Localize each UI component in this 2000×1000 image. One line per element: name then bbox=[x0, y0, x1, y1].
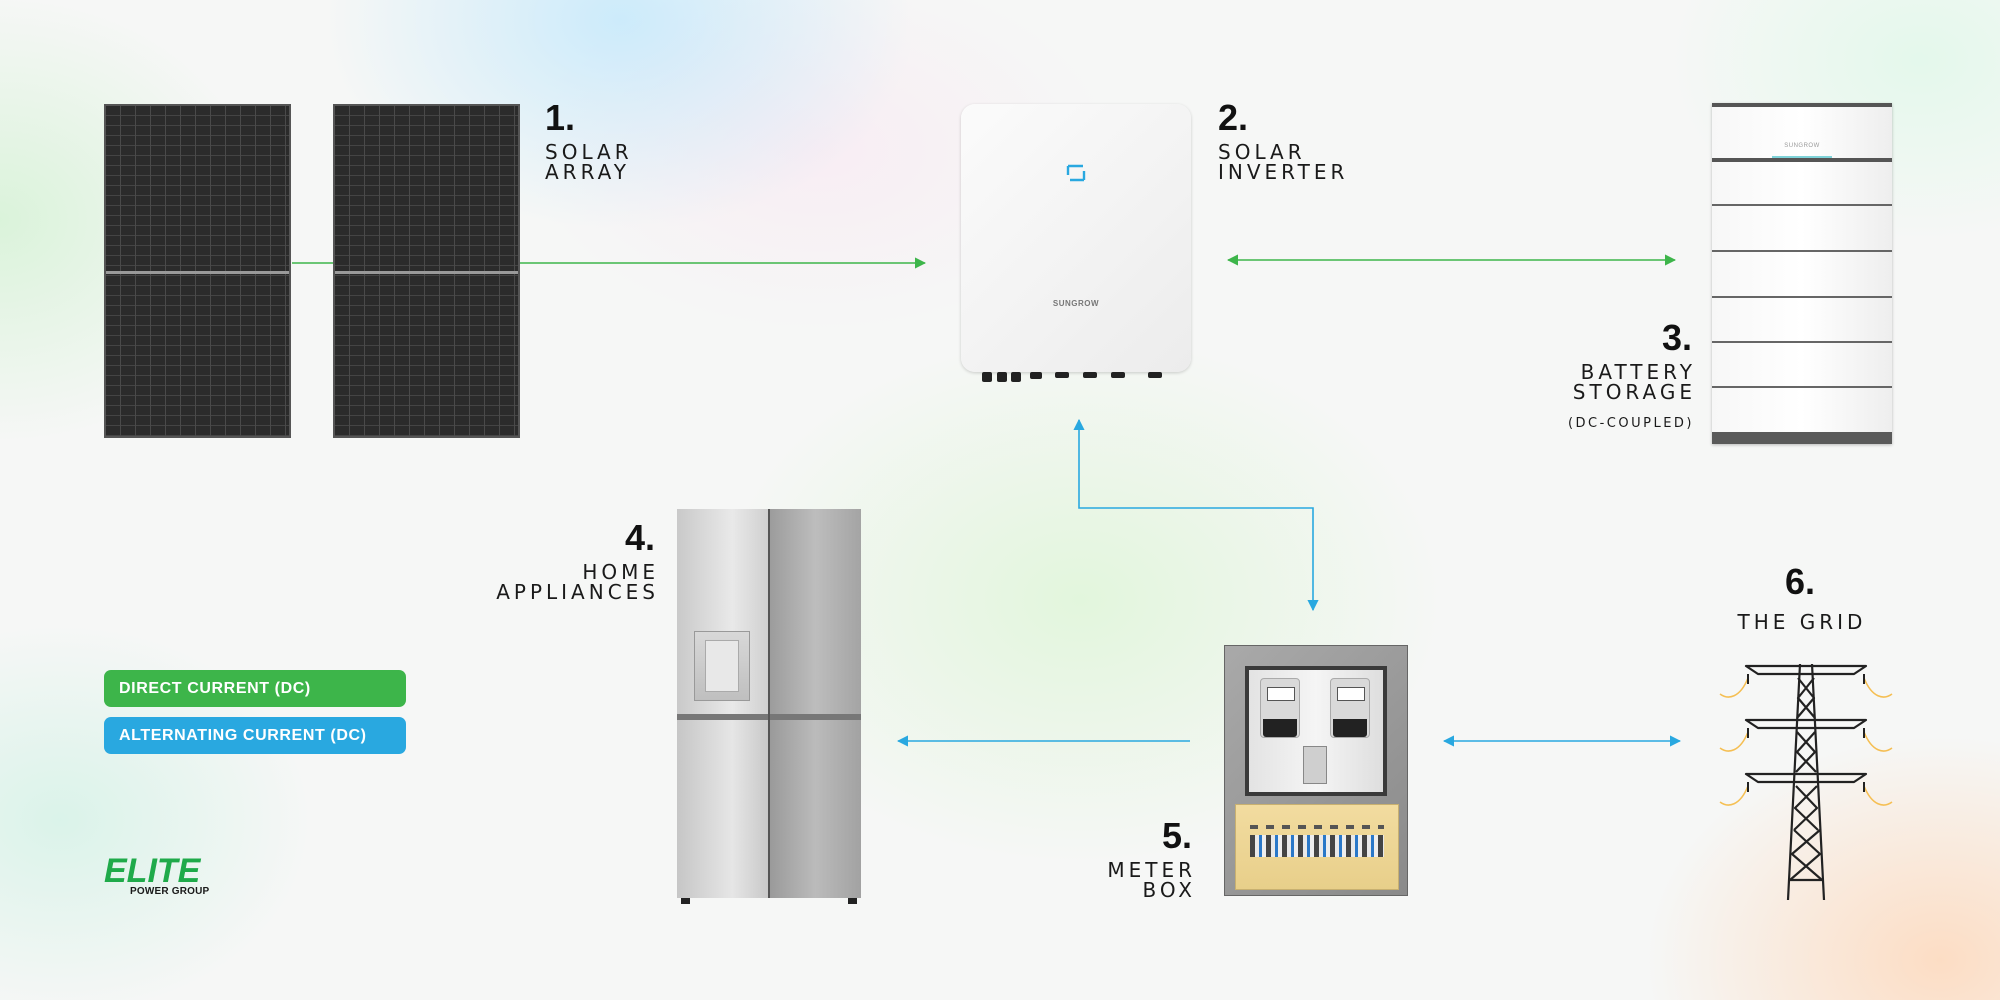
battery-storage-note: (DC-COUPLED) bbox=[1567, 416, 1694, 431]
solar-inverter-line2: INVERTER bbox=[1218, 160, 1349, 184]
battery-storage-line1: BATTERY bbox=[1580, 360, 1696, 384]
meter-box-number: 5. bbox=[1161, 815, 1192, 856]
meter-switch bbox=[1303, 746, 1327, 784]
fridge-center-gap bbox=[768, 509, 770, 898]
solar-array-line2: ARRAY bbox=[545, 160, 631, 184]
logo-sub: POWER GROUP bbox=[130, 886, 210, 897]
battery-storage-line2: STORAGE bbox=[1572, 380, 1696, 404]
home-appliances-label: 4. HOME APPLIANCES bbox=[430, 517, 655, 603]
home-appliances-line1: HOME bbox=[582, 560, 659, 584]
solar-panel-right bbox=[333, 104, 520, 438]
solar-inverter-label: 2. SOLAR INVERTER bbox=[1218, 97, 1349, 184]
meter-panel bbox=[1245, 666, 1387, 796]
solar-array-number: 1. bbox=[545, 97, 576, 138]
solar-array-label: 1. SOLAR ARRAY bbox=[545, 97, 633, 184]
fridge-appliance bbox=[677, 509, 861, 904]
water-dispenser bbox=[694, 631, 750, 701]
the-grid-line1: THE GRID bbox=[1737, 610, 1867, 634]
electric-meter-left bbox=[1260, 678, 1300, 738]
breaker-panel bbox=[1235, 804, 1399, 890]
logo-main: ELITE bbox=[104, 852, 201, 890]
inverter-logo-icon bbox=[1066, 164, 1086, 182]
home-appliances-line2: APPLIANCES bbox=[496, 580, 659, 604]
ac-line-inverter-meter bbox=[1073, 418, 1319, 612]
solar-array-line1: SOLAR bbox=[545, 140, 633, 164]
inverter-unit: SUNGROW bbox=[961, 104, 1191, 372]
battery-status-light bbox=[1772, 156, 1832, 158]
electric-meter-right bbox=[1330, 678, 1370, 738]
inverter-connectors bbox=[982, 372, 1162, 382]
the-grid-number: 6. bbox=[1784, 561, 1816, 602]
legend-ac: ALTERNATING CURRENT (DC) bbox=[104, 717, 406, 754]
battery-stack: SUNGROW bbox=[1712, 103, 1892, 444]
meter-box-label: 5. METER BOX bbox=[1000, 815, 1192, 901]
solar-panel-left bbox=[104, 104, 291, 438]
meter-box-line2: BOX bbox=[1142, 878, 1196, 902]
meter-box-line1: METER bbox=[1107, 858, 1196, 882]
battery-storage-label: 3. BATTERY STORAGE (DC-COUPLED) bbox=[1480, 317, 1694, 432]
the-grid-label: 6. THE GRID bbox=[1700, 561, 1900, 633]
fridge-drawer-right bbox=[770, 720, 861, 898]
battery-storage-number: 3. bbox=[1661, 317, 1692, 358]
meter-box-unit bbox=[1224, 645, 1408, 896]
home-appliances-number: 4. bbox=[624, 517, 655, 558]
transmission-tower-icon bbox=[1719, 663, 1893, 901]
solar-inverter-number: 2. bbox=[1218, 97, 1249, 138]
inverter-brand: SUNGROW bbox=[1052, 299, 1100, 308]
elite-logo: ELITE POWER GROUP bbox=[104, 852, 224, 897]
solar-inverter-line1: SOLAR bbox=[1218, 140, 1306, 164]
battery-top-cap bbox=[1712, 103, 1892, 107]
fridge-door-right bbox=[770, 509, 861, 715]
legend-dc: DIRECT CURRENT (DC) bbox=[104, 670, 406, 707]
battery-brand: SUNGROW bbox=[1784, 143, 1820, 149]
fridge-drawer-left bbox=[677, 720, 769, 898]
battery-base bbox=[1712, 432, 1892, 444]
